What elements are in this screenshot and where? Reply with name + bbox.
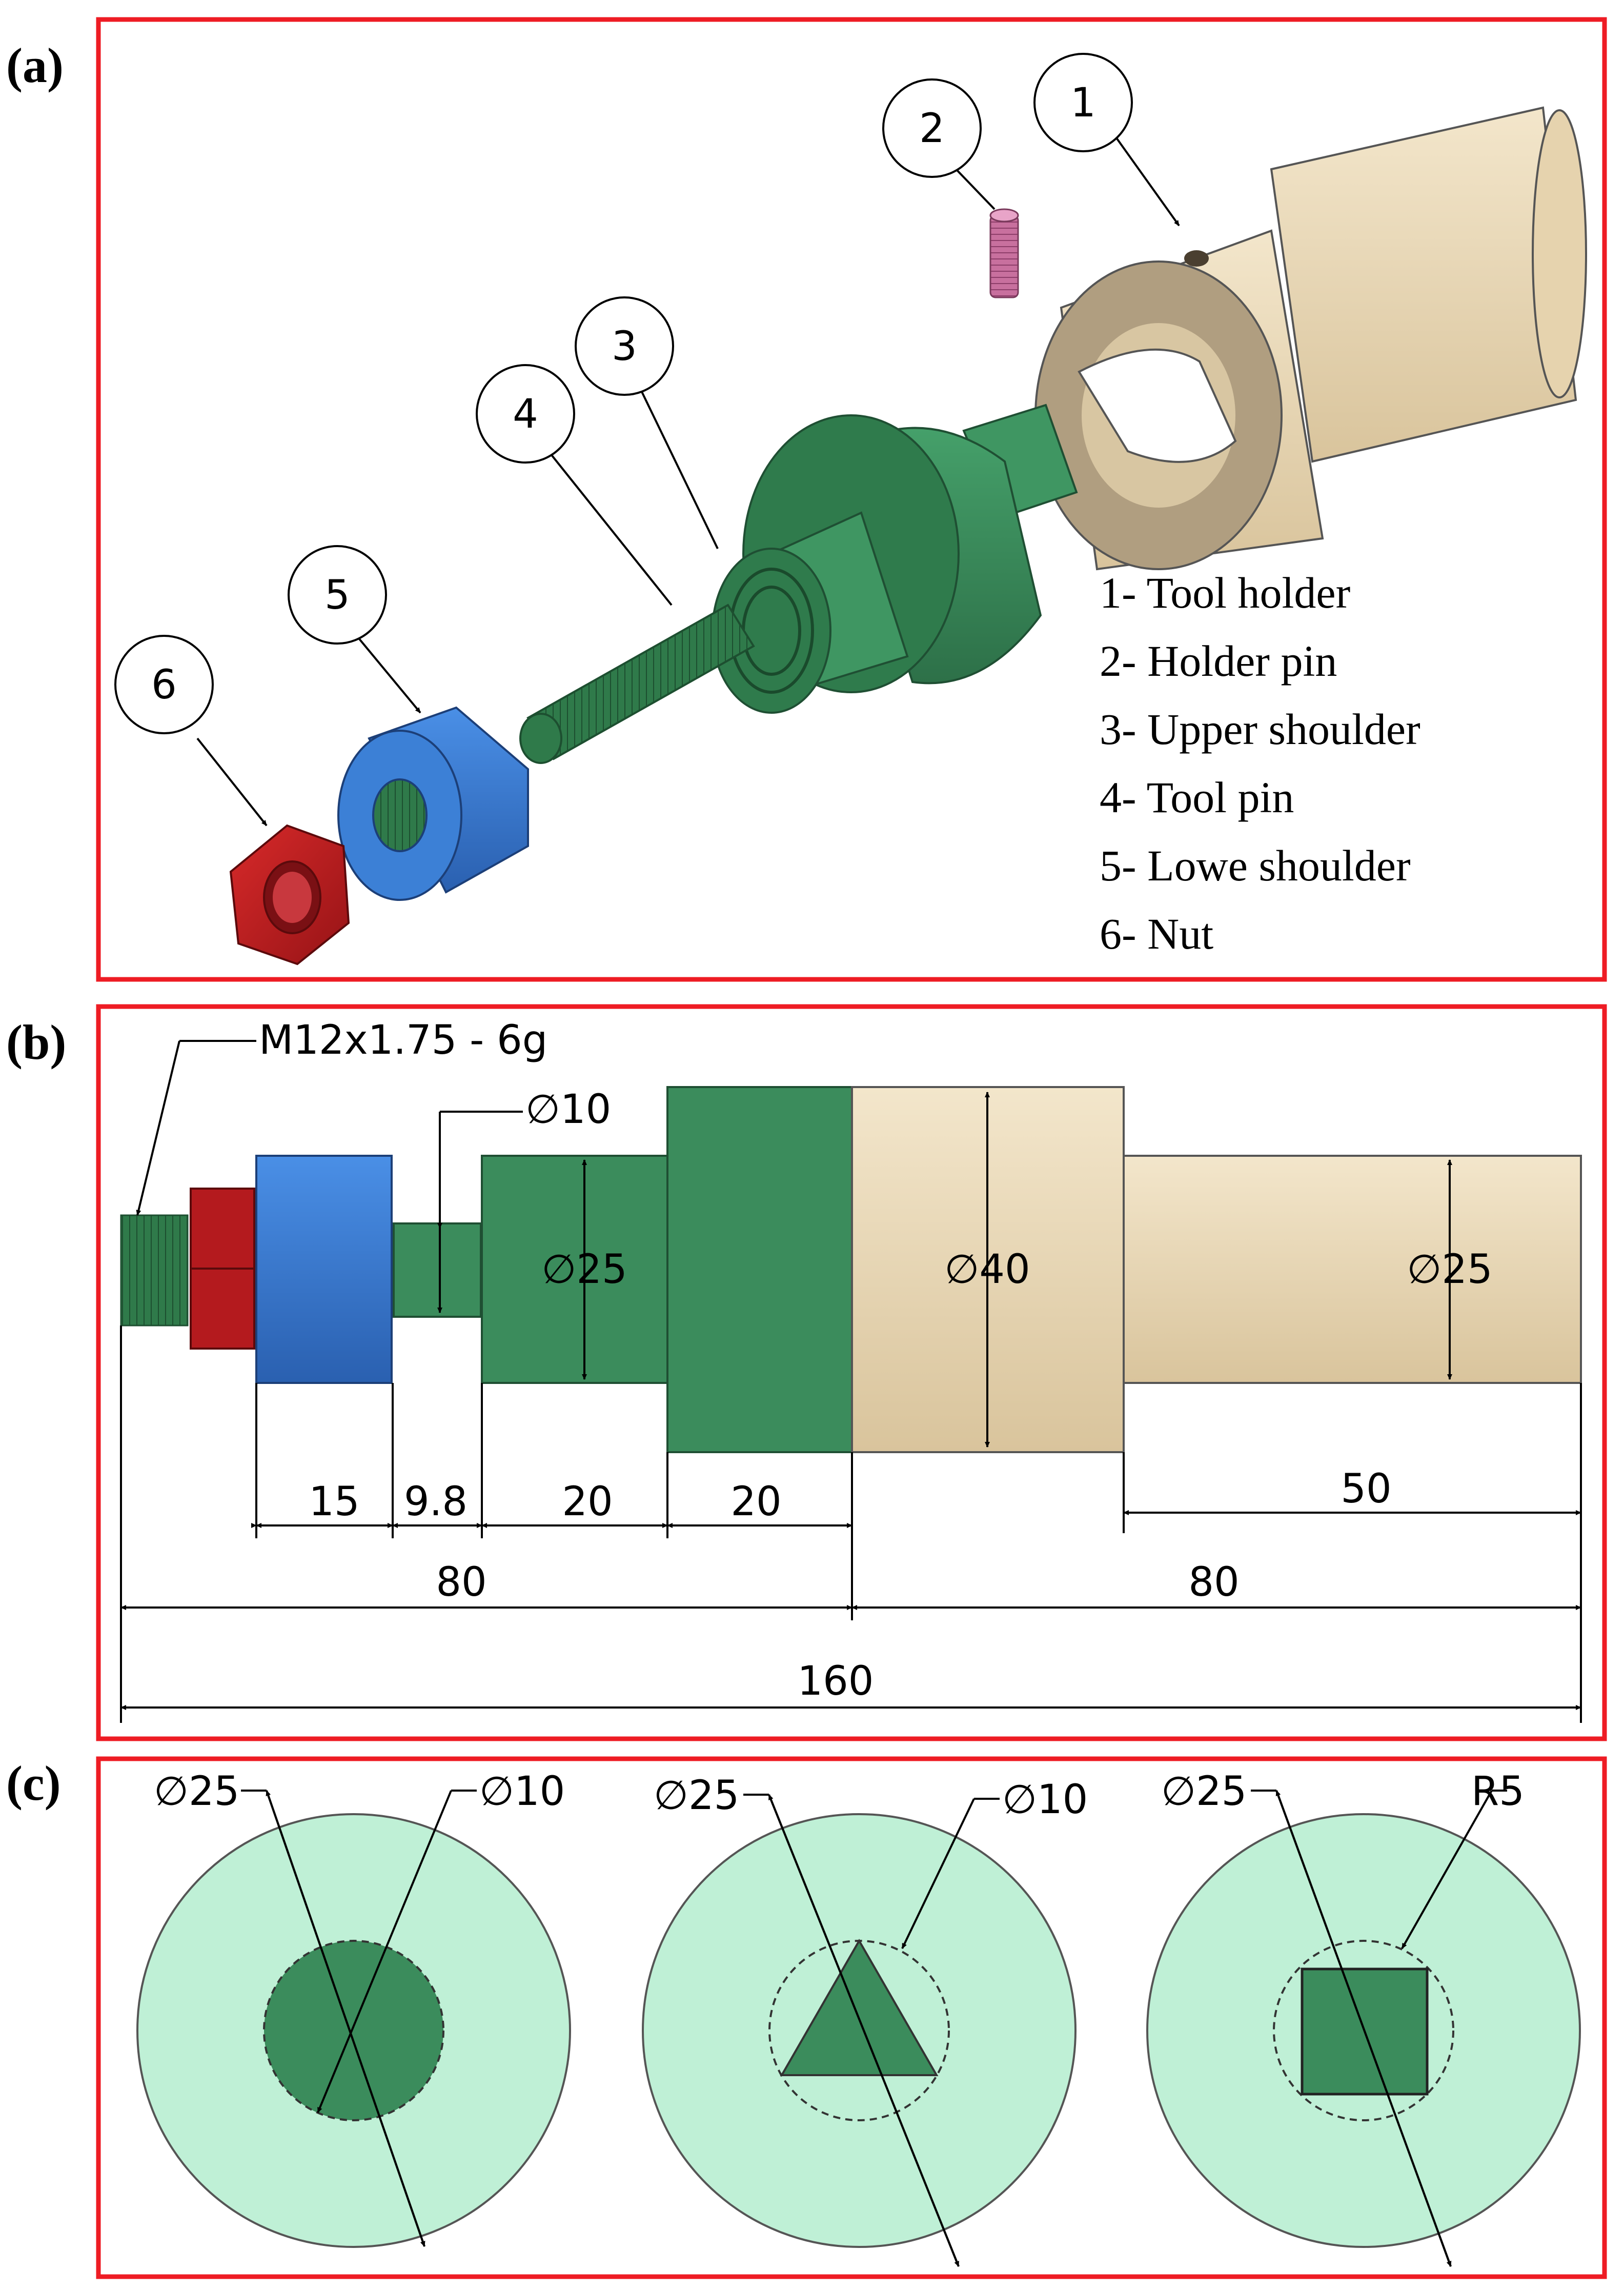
svg-text:6: 6	[151, 662, 177, 708]
panel-a-label: (a)	[6, 38, 64, 93]
callout-5: 5	[288, 545, 387, 645]
tool-pin	[519, 604, 755, 764]
legend-item: 3- Upper shoulder	[1100, 705, 1420, 754]
section1-inner-dim: ∅10	[479, 1769, 565, 1815]
thread-spec: M12x1.75 - 6g	[259, 1017, 547, 1063]
pin-neck	[393, 1222, 482, 1318]
panel-b-label: (b)	[6, 1015, 66, 1070]
panel-a: (a)	[6, 17, 1607, 982]
section-square: ∅25 R5	[1146, 1769, 1581, 2267]
lower-shoulder-side	[255, 1155, 393, 1384]
threaded-end	[120, 1214, 189, 1327]
upper-shoulder-large	[666, 1086, 853, 1453]
dim-holder-diameter: ∅40	[944, 1247, 1030, 1293]
callout-leaders	[196, 135, 1180, 827]
callout-6: 6	[114, 635, 214, 734]
svg-text:1: 1	[1070, 80, 1096, 126]
panel-a-frame	[96, 17, 1607, 982]
dim-pin-diameter: ∅10	[525, 1087, 611, 1133]
legend-item: 1- Tool holder	[1100, 568, 1350, 617]
dim-right-length: 80	[1188, 1559, 1239, 1605]
length-dims: 15 9.8 20 20 50 80 80 160	[120, 1466, 1581, 1710]
section1-outer-dim: ∅25	[154, 1769, 239, 1815]
dim-left-length: 80	[436, 1559, 486, 1605]
dim-shoulder-diameter: ∅25	[541, 1247, 627, 1293]
holder-shank	[1123, 1155, 1582, 1384]
svg-text:5: 5	[324, 572, 350, 618]
legend-item: 2- Holder pin	[1100, 636, 1337, 686]
section2-inner-dim: ∅10	[1002, 1777, 1088, 1823]
panel-c-label: (c)	[6, 1756, 61, 1811]
legend-item: 6- Nut	[1100, 909, 1213, 958]
lower-shoulder	[337, 706, 529, 901]
dim-total-length: 160	[798, 1658, 874, 1704]
diameter-dims: ∅10 ∅25 ∅40 ∅25	[437, 1087, 1493, 1448]
panel-c-frame	[96, 1756, 1607, 2279]
panel-b: (b) ∅10 ∅25 ∅40 ∅25	[6, 1004, 1607, 1741]
section3-inner-dim: R5	[1471, 1769, 1525, 1815]
dim-upper2-length: 20	[730, 1479, 781, 1525]
svg-text:3: 3	[612, 324, 637, 370]
svg-text:2: 2	[919, 106, 945, 152]
section-triangle: ∅25 ∅10	[642, 1773, 1088, 2267]
panel-b-frame	[96, 1004, 1607, 1741]
tool-holder	[1034, 106, 1587, 571]
legend-item: 5- Lowe shoulder	[1100, 841, 1411, 890]
callout-4: 4	[476, 364, 575, 464]
upper-shoulder-small	[481, 1155, 668, 1384]
legend-item: 4- Tool pin	[1100, 773, 1294, 822]
nut	[229, 824, 350, 966]
holder-pin	[989, 208, 1019, 298]
section3-outer-dim: ∅25	[1161, 1769, 1247, 1815]
dim-upper1-length: 20	[562, 1479, 613, 1525]
section-circle: ∅25 ∅10	[136, 1769, 571, 2248]
callout-1: 1	[1033, 53, 1133, 152]
dim-lower-length: 15	[309, 1479, 359, 1525]
panel-c: (c) ∅25 ∅10 ∅25 ∅10	[6, 1756, 1607, 2279]
dim-shank-diameter: ∅25	[1407, 1247, 1492, 1293]
callout-2: 2	[882, 78, 982, 178]
upper-shoulder	[712, 404, 1078, 714]
callout-3: 3	[575, 296, 674, 396]
dim-shank-length: 50	[1341, 1466, 1391, 1512]
parts-legend: 1- Tool holder 2- Holder pin 3- Upper sh…	[1100, 568, 1420, 958]
dim-pin-length: 9.8	[404, 1479, 468, 1525]
svg-text:4: 4	[513, 391, 538, 437]
thread-callout: M12x1.75 - 6g	[136, 1017, 547, 1216]
section2-outer-dim: ∅25	[654, 1773, 739, 1819]
